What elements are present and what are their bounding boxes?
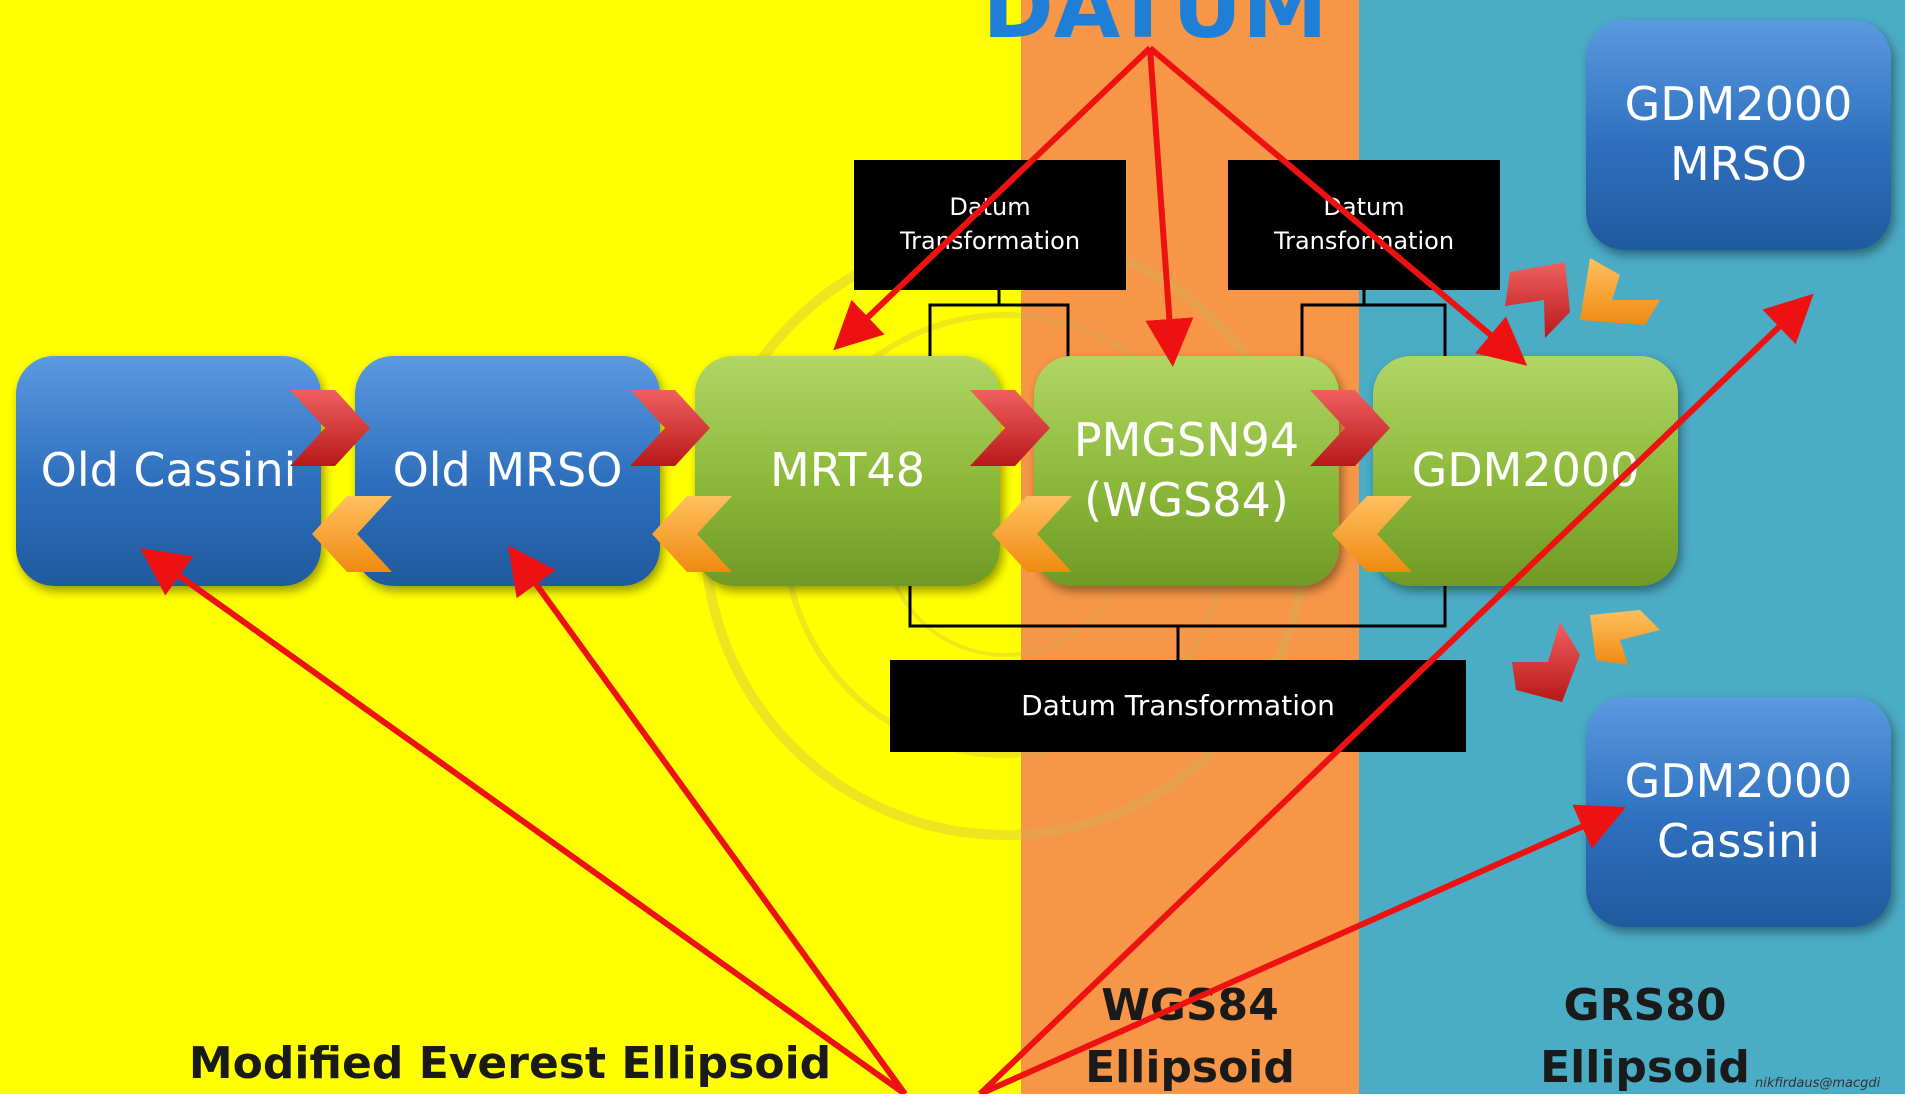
gdm2000-mrso-line2: MRSO (1669, 137, 1808, 191)
chevron-right-icon (1310, 390, 1390, 466)
pmgsn94-line1: PMGSN94 (1073, 413, 1300, 468)
gdm2000-label: GDM2000 (1411, 443, 1640, 498)
connector-right (1300, 303, 1447, 360)
datum-transformation-bottom: Datum Transformation (890, 660, 1466, 752)
label-modified-everest: Modified Everest Ellipsoid (160, 1038, 860, 1089)
modified-everest-text: Modified Everest Ellipsoid (188, 1038, 832, 1089)
transform-left-line2: Transformation (899, 227, 1081, 255)
chevron-up-right-icon (1505, 262, 1570, 338)
gdm2000-cassini-line1: GDM2000 (1624, 754, 1853, 809)
grs80-line2: Ellipsoid (1540, 1041, 1750, 1093)
gdm2000-mrso-line1: GDM2000 (1624, 77, 1853, 132)
label-grs80-ellipsoid: GRS80 Ellipsoid (1505, 975, 1785, 1098)
wgs84-line1: WGS84 (1101, 980, 1279, 1031)
chevron-left-icon (1332, 496, 1412, 572)
box-mrt48: MRT48 (695, 356, 1000, 586)
mrt48-label: MRT48 (770, 443, 925, 498)
chevron-left-icon (312, 496, 392, 572)
credit-text: nikfirdaus@macgdi (1755, 1076, 1881, 1091)
chevron-down-left-icon (1580, 258, 1660, 325)
pmgsn94-line2: (WGS84) (1084, 473, 1289, 527)
arrow-to-gdm2000 (1148, 45, 1528, 366)
chevron-left-icon (652, 496, 732, 572)
label-wgs84-ellipsoid: WGS84 Ellipsoid (1050, 975, 1330, 1098)
arrow-to-mrt48 (833, 45, 1153, 351)
box-old-mrso: Old MRSO (355, 356, 660, 586)
chevron-right-icon (970, 390, 1050, 466)
arrow-to-pmgsn94 (1145, 47, 1194, 367)
arrow-to-old-cassini (140, 548, 907, 1094)
wgs84-line2: Ellipsoid (1085, 1041, 1295, 1093)
arrow-to-old-mrso (507, 545, 908, 1094)
datum-transformation-left: Datum Transformation (854, 160, 1126, 290)
chevron-right-icon (290, 390, 370, 466)
box-gdm2000-mrso: GDM2000 MRSO (1586, 20, 1891, 250)
chevron-up-left-icon (1590, 610, 1660, 665)
box-old-cassini: Old Cassini (16, 356, 321, 586)
chevron-down-right-icon (1512, 622, 1580, 702)
grs80-line1: GRS80 (1563, 980, 1727, 1031)
arrow-to-gdm2000-cassini (978, 804, 1626, 1094)
chevron-right-icon (630, 390, 710, 466)
box-gdm2000-cassini: GDM2000 Cassini (1586, 697, 1891, 927)
gdm2000-cassini-line2: Cassini (1657, 814, 1820, 868)
old-cassini-label: Old Cassini (40, 443, 297, 498)
old-mrso-label: Old MRSO (392, 443, 623, 498)
arrow-to-gdm2000-mrso (977, 293, 1814, 1094)
box-pmgsn94: PMGSN94 (WGS84) (1034, 356, 1339, 586)
chevron-left-icon (992, 496, 1072, 572)
transform-bottom-text: Datum Transformation (1021, 689, 1335, 723)
